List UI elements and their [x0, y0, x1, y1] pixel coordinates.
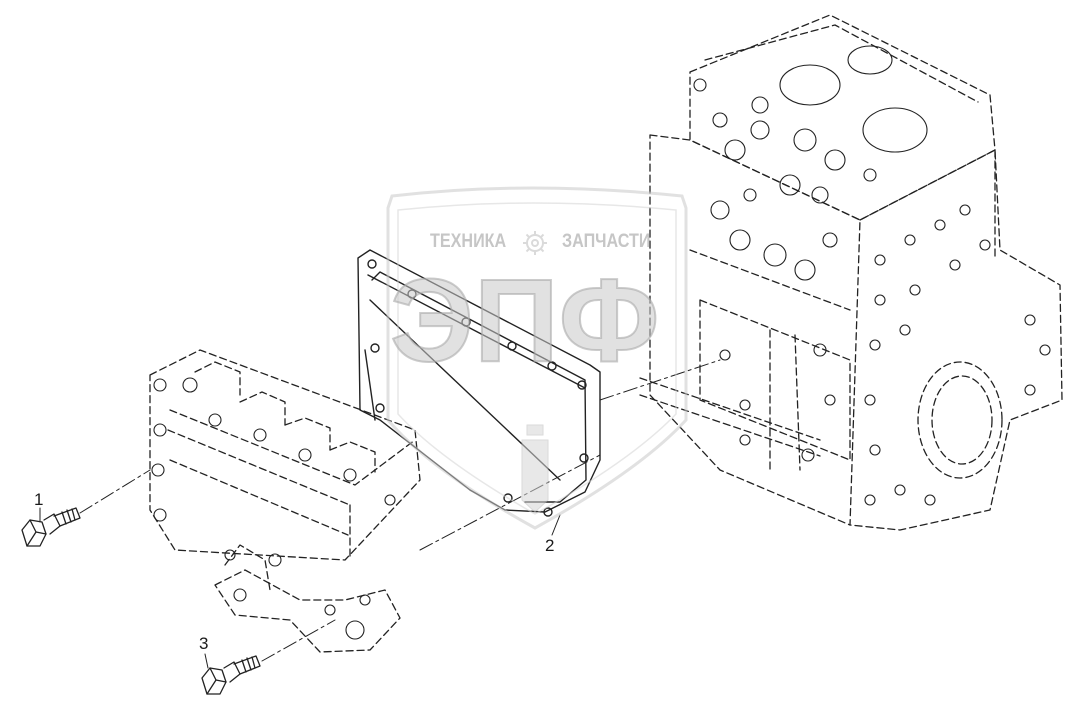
watermark-word-left: ТЕХНИКА: [430, 231, 507, 252]
watermark-monogram: ЭПФ: [389, 255, 660, 387]
gear-icon: [523, 231, 547, 255]
watermark-word-right: ЗАПЧАСТИ: [562, 231, 651, 252]
gasket-part-2: [357, 249, 601, 517]
callout-leaders: [39, 507, 561, 669]
engine-block-holes: [693, 45, 1051, 506]
oil-cooler-housing: [149, 349, 421, 653]
callout-3: 3: [199, 634, 209, 653]
logo-mark: [521, 424, 549, 513]
callout-2: 2: [545, 536, 555, 555]
engine-block: [639, 14, 1063, 531]
bolt-part-1: [21, 507, 81, 547]
callout-1: 1: [34, 490, 44, 509]
watermark-logo: [386, 186, 688, 530]
oil-cooler-holes: [151, 377, 396, 640]
bolt-part-3: [201, 655, 261, 695]
assembly-center-lines: [79, 359, 721, 662]
